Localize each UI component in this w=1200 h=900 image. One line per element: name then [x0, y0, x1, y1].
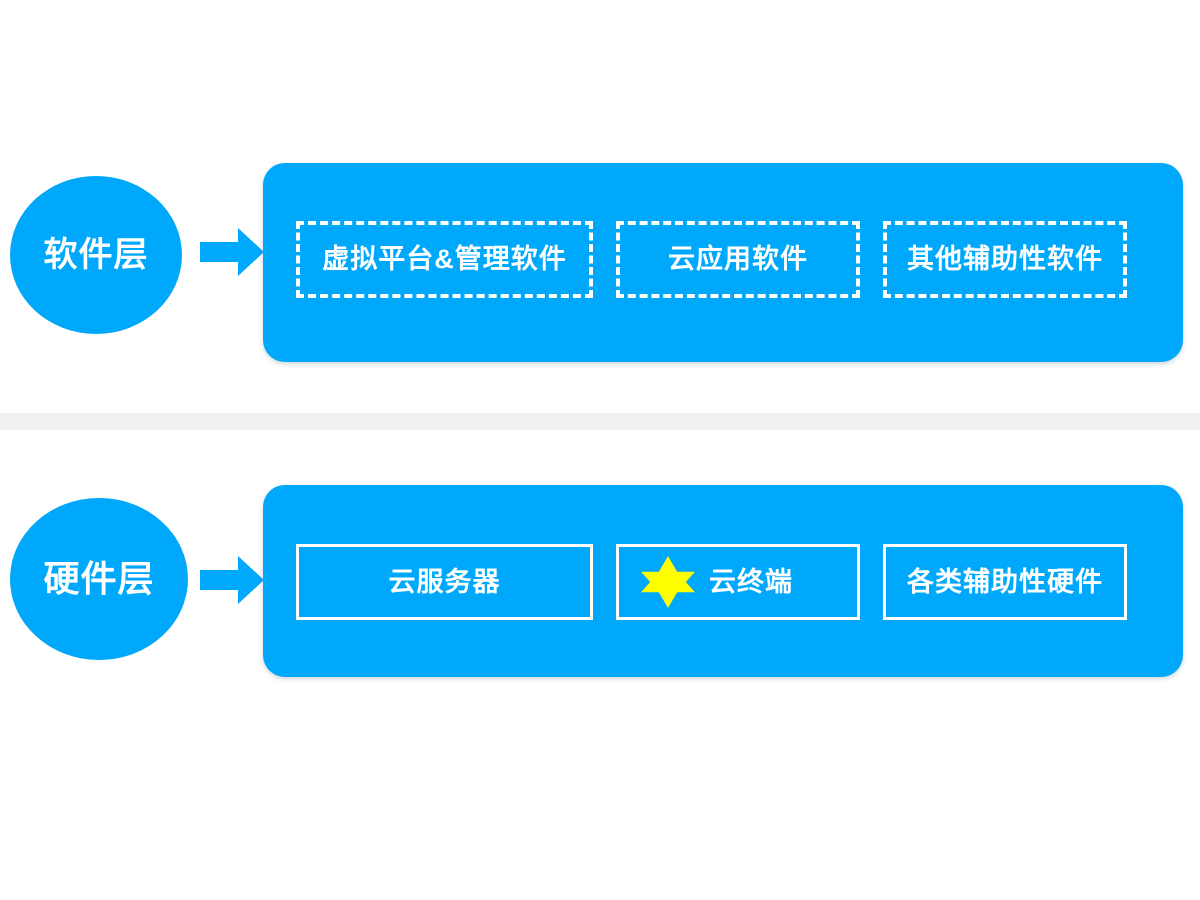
section-divider [0, 413, 1200, 430]
hardware-item-box-0[interactable]: 云服务器 [296, 544, 593, 620]
hardware-item-label-1: 云终端 [709, 566, 793, 597]
layer-circle-software[interactable]: 软件层 [10, 176, 182, 334]
software-item-box-0[interactable]: 虚拟平台&管理软件 [296, 221, 593, 298]
layer-panel-hardware [263, 485, 1183, 677]
layer-circle-label-software: 软件层 [43, 236, 149, 274]
layer-circle-label-hardware: 硬件层 [43, 558, 155, 599]
layer-circle-hardware[interactable]: 硬件层 [10, 498, 188, 660]
software-item-box-2[interactable]: 其他辅助性软件 [883, 221, 1127, 298]
hardware-item-box-1[interactable]: 云终端 [616, 544, 860, 620]
software-item-label-0: 虚拟平台&管理软件 [322, 244, 567, 274]
hardware-item-label-0: 云服务器 [388, 566, 501, 597]
hardware-item-box-2[interactable]: 各类辅助性硬件 [883, 544, 1127, 620]
right-arrow-icon-software [200, 228, 264, 276]
six-pointed-star-icon [641, 555, 695, 609]
right-arrow-icon-hardware [200, 556, 264, 604]
software-item-label-2: 其他辅助性软件 [907, 244, 1103, 274]
software-item-box-1[interactable]: 云应用软件 [616, 221, 860, 298]
hardware-item-label-2: 各类辅助性硬件 [907, 566, 1103, 597]
software-item-label-1: 云应用软件 [668, 244, 808, 274]
layer-panel-software [263, 163, 1183, 362]
